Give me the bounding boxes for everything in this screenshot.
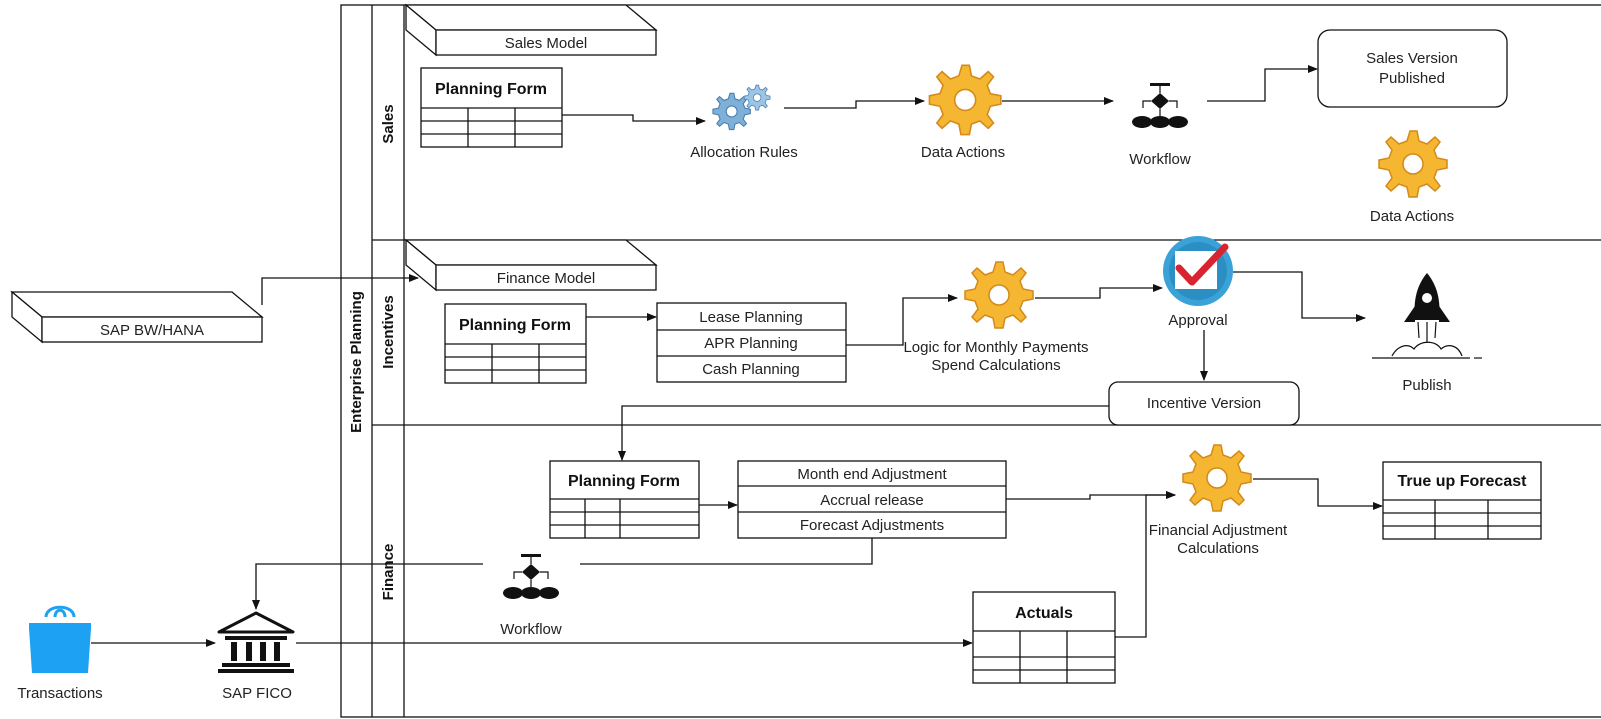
shopping-bag-icon — [29, 605, 91, 673]
apr-planning-item[interactable]: APR Planning — [704, 335, 797, 352]
bank-icon — [217, 611, 295, 673]
connector-approval-to-publish — [1233, 271, 1366, 322]
logic-monthly-payments-node[interactable]: Logic for Monthly Payments Spend Calcula… — [903, 261, 1089, 374]
approval-label: Approval — [1168, 312, 1227, 329]
true-up-forecast-table[interactable]: True up Forecast — [1382, 461, 1542, 540]
pool-title: Enterprise Planning — [348, 291, 365, 433]
connector-fin-gear-to-true-up — [1253, 478, 1383, 510]
sales-data-actions-label: Data Actions — [921, 144, 1005, 161]
accrual-release-item[interactable]: Accrual release — [820, 492, 923, 509]
connector-allocation-to-data-actions — [784, 97, 925, 109]
forecast-adjustments-item[interactable]: Forecast Adjustments — [800, 517, 944, 534]
allocation-rules-node[interactable]: Allocation Rules — [690, 84, 798, 161]
actuals-table[interactable]: Actuals — [972, 591, 1116, 684]
finance-model-node[interactable]: Finance Model — [404, 238, 658, 292]
gear-icon — [1378, 130, 1448, 198]
sales-version-published-line1: Sales Version — [1366, 50, 1458, 67]
workflow-icon — [1131, 82, 1189, 129]
sap-bw-hana-node[interactable]: SAP BW/HANA — [10, 290, 264, 344]
connector-actuals-to-fin-gear — [1115, 491, 1176, 638]
sales-data-actions-2-node[interactable]: Data Actions — [1370, 130, 1454, 225]
publish-node[interactable]: Publish — [1372, 273, 1482, 394]
sales-workflow-node[interactable]: Workflow — [1129, 82, 1191, 168]
incentive-version-node[interactable]: Incentive Version — [1108, 381, 1300, 426]
finance-workflow-label: Workflow — [500, 621, 562, 638]
sales-data-actions-2-label: Data Actions — [1370, 208, 1454, 225]
finance-planning-form-title: Planning Form — [568, 473, 680, 490]
lease-planning-item[interactable]: Lease Planning — [699, 309, 802, 326]
finance-model-label: Finance Model — [497, 270, 595, 287]
lane-label-sales: Sales — [380, 104, 397, 143]
sales-planning-form-title: Planning Form — [435, 81, 547, 98]
approval-node[interactable]: Approval — [1163, 236, 1233, 329]
actuals-title: Actuals — [1015, 605, 1073, 622]
sap-bw-hana-label: SAP BW/HANA — [100, 322, 204, 339]
lane-label-incentives: Incentives — [380, 295, 397, 368]
connector-planning-list-to-logic — [846, 294, 958, 346]
finance-planning-form[interactable]: Planning Form — [549, 460, 700, 539]
connector-logic-to-approval — [1035, 284, 1163, 299]
connector-workflow-to-published — [1207, 65, 1318, 102]
connector-bw-to-finance-model — [261, 274, 419, 305]
gear-icon — [928, 64, 1002, 136]
gear-icon — [1182, 444, 1252, 512]
workflow-icon — [502, 553, 560, 600]
logic-label-line1: Logic for Monthly Payments — [903, 339, 1088, 356]
sales-model-label: Sales Model — [505, 35, 588, 52]
connector-version-to-finance-form — [618, 405, 1109, 461]
true-up-forecast-title: True up Forecast — [1398, 473, 1528, 490]
finance-adjustment-list[interactable]: Month end Adjustment Accrual release For… — [737, 460, 1007, 539]
sales-data-actions-node[interactable]: Data Actions — [921, 64, 1005, 161]
month-end-adjustment-item[interactable]: Month end Adjustment — [797, 466, 947, 483]
transactions-node[interactable]: Transactions — [17, 605, 103, 702]
approval-check-icon — [1163, 236, 1233, 306]
incentives-planning-form[interactable]: Planning Form — [444, 303, 587, 384]
lane-label-finance: Finance — [380, 544, 397, 601]
incentive-version-label: Incentive Version — [1147, 395, 1261, 412]
sales-model-node[interactable]: Sales Model — [404, 3, 658, 57]
connector-workflow-to-fico — [252, 563, 483, 610]
financial-adjustment-line2: Calculations — [1177, 540, 1259, 557]
sales-version-published-line2: Published — [1379, 70, 1445, 87]
sales-planning-form[interactable]: Planning Form — [420, 67, 563, 148]
incentives-planning-list[interactable]: Lease Planning APR Planning Cash Plannin… — [656, 302, 847, 383]
transactions-label: Transactions — [17, 685, 102, 702]
cash-planning-item[interactable]: Cash Planning — [702, 361, 800, 378]
connector-adjustments-to-workflow — [580, 538, 873, 565]
connector-adjustments-to-fin-gear — [1006, 491, 1176, 500]
sap-fico-node[interactable]: SAP FICO — [217, 611, 295, 702]
gear-icon — [964, 261, 1034, 329]
incentives-planning-form-title: Planning Form — [459, 317, 571, 334]
rocket-icon — [1372, 273, 1482, 359]
gears-icon — [712, 84, 771, 131]
publish-label: Publish — [1402, 377, 1451, 394]
finance-workflow-node[interactable]: Workflow — [500, 553, 562, 638]
sales-version-published-node[interactable]: Sales Version Published — [1317, 29, 1508, 108]
connector-sales-form-to-allocation — [562, 114, 706, 125]
connectors — [91, 65, 1383, 647]
sales-workflow-label: Workflow — [1129, 151, 1191, 168]
financial-adjustment-node[interactable]: Financial Adjustment Calculations — [1149, 444, 1288, 557]
sap-fico-label: SAP FICO — [222, 685, 292, 702]
allocation-rules-label: Allocation Rules — [690, 144, 798, 161]
logic-label-line2: Spend Calculations — [931, 357, 1060, 374]
financial-adjustment-line1: Financial Adjustment — [1149, 522, 1288, 539]
